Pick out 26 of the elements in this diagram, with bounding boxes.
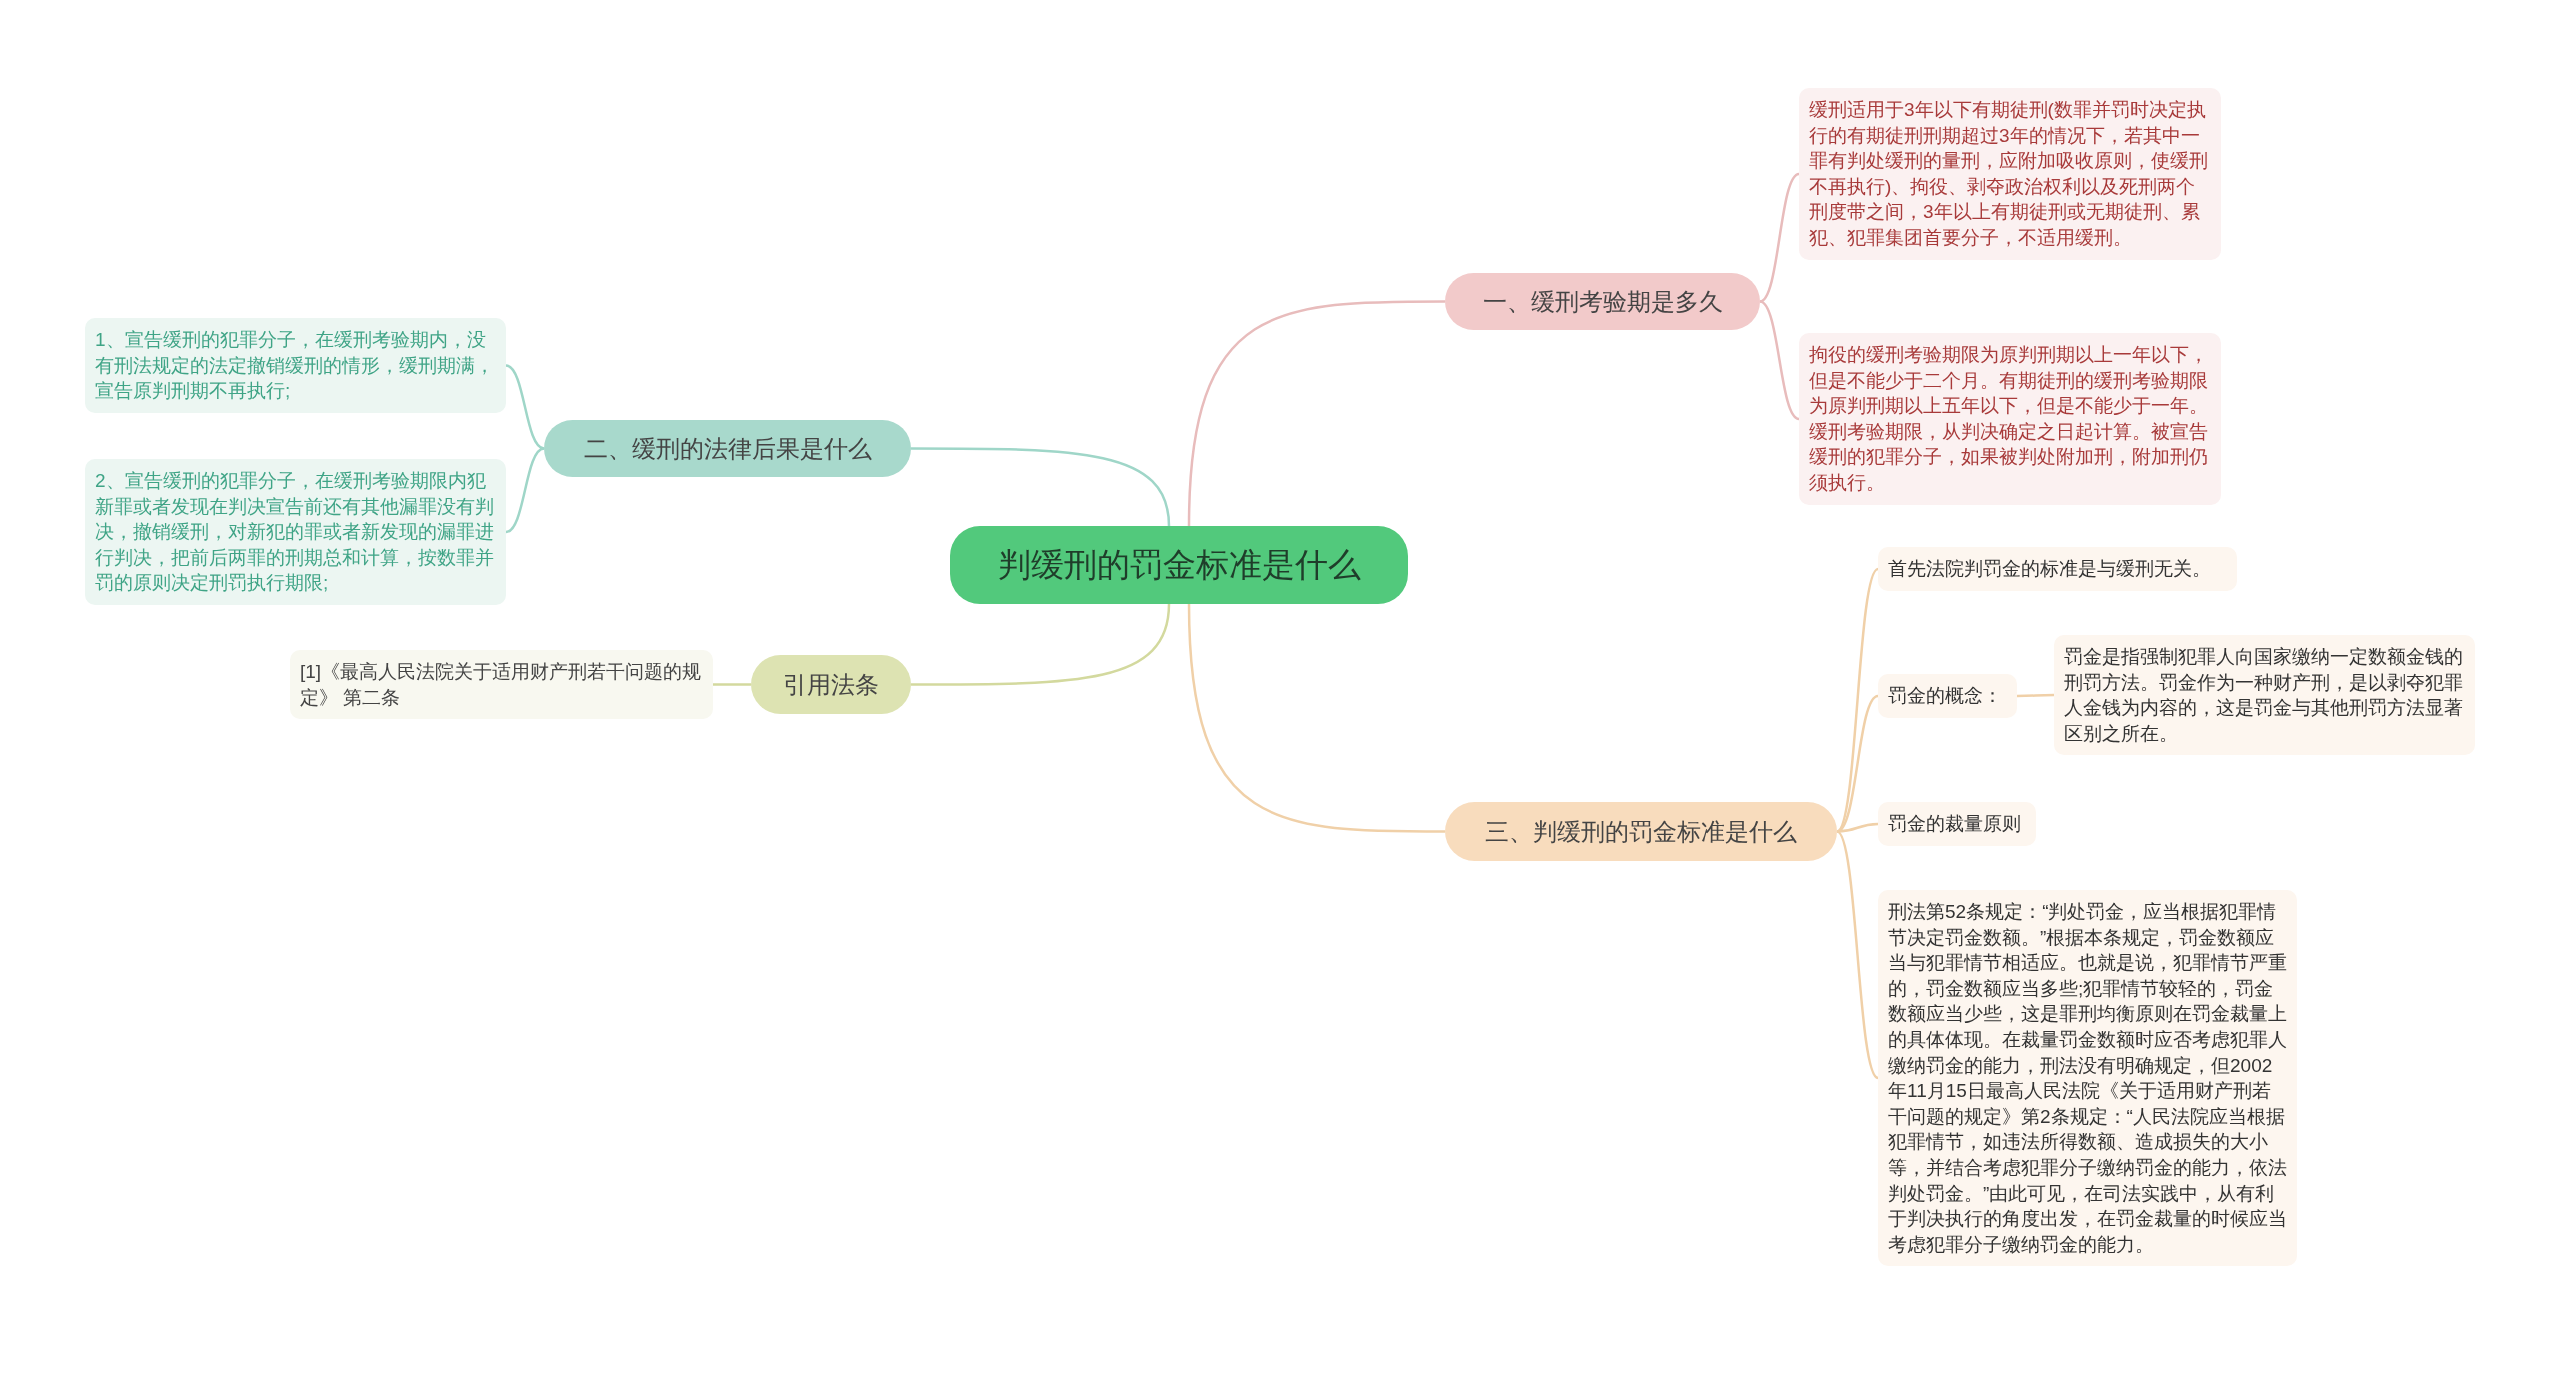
text-box: 缓刑适用于3年以下有期徒刑(数罪并罚时决定执行的有期徒刑刑期超过3年的情况下，若其中一罪有判处缓刑的量刑，应附加吸收原则，使缓刑不再执行)、拘役、剥夺政治权利以及死刑两个刑度带之间，3年以上有期徒刑或无期徒刑、累犯、犯罪集团首要分子，不适用缓刑。 [1799, 88, 2221, 260]
text-box: 刑法第52条规定：“判处罚金，应当根据犯罪情节决定罚金数额。”根据本条规定，罚金数额应当与犯罪情节相适应。也就是说，犯罪情节严重的，罚金数额应当多些;犯罪情节较轻的，罚金数额应当少些，这是罪刑均衡原则在罚金裁量上的具体体现。在裁量罚金数额时应否考虑犯罪人缴纳罚金的能力，刑法没有明确规定，但2002年11月15日最高人民法院《关于适用财产刑若干问题的规定》第2条规定：“人民法院应当根据犯罪情节，如违法所得数额、造成损失的大小等，并结合考虑犯罪分子缴纳罚金的能力，依法判处罚金。”由此可见，在司法实践中，从有利于判决执行的角度出发，在罚金裁量的时候应当考虑犯罪分子缴纳罚金的能力。 [1878, 890, 2297, 1267]
text-box: 拘役的缓刑考验期限为原判刑期以上一年以下，但是不能少于二个月。有期徒刑的缓刑考验期限为原判刑期以上五年以下，但是不能少于一年。缓刑考验期限，从判决确定之日起计算。被宣告缓刑的犯罪分子，如果被判处附加刑，附加刑仍须执行。 [1799, 333, 2221, 505]
text-box: 首先法院判罚金的标准是与缓刑无关。 [1878, 547, 2237, 591]
connector-line [1187, 603, 1445, 833]
text-box: 罚金是指强制犯罪人向国家缴纳一定数额金钱的刑罚方法。罚金作为一种财产刑，是以剥夺犯罪人金钱为内容的，这是罚金与其他刑罚方法显著区别之所在。 [2054, 635, 2475, 756]
connector-line [505, 447, 545, 534]
connector-line [505, 364, 545, 450]
text-box: 2、宣告缓刑的犯罪分子，在缓刑考验期限内犯新罪或者发现在判决宣告前还有其他漏罪没有判决，撤销缓刑，对新犯的罪或者新发现的漏罪进行判决，把前后两罪的刑期总和计算，按数罪并罚的原则决定刑罚执行期限; [85, 459, 506, 605]
connector-line [1836, 830, 1879, 1079]
text-box: [1]《最高人民法院关于适用财产刑若干问题的规定》 第二条 [290, 650, 713, 720]
topic-box: 三、判缓刑的罚金标准是什么 [1445, 802, 1837, 861]
connector-line [911, 447, 1171, 527]
connector-line [713, 683, 751, 686]
text-box: 罚金的概念： [1878, 674, 2017, 718]
connector-line [1187, 300, 1445, 527]
central-topic: 判缓刑的罚金标准是什么 [950, 526, 1408, 604]
text-box: 罚金的裁量原则 [1878, 802, 2036, 846]
topic-box: 一、缓刑考验期是多久 [1445, 273, 1760, 330]
connector-line [1759, 300, 1800, 421]
topic-box: 引用法条 [751, 655, 911, 714]
connector-line [2017, 693, 2054, 698]
connector-line [1759, 172, 1800, 303]
connector-line [911, 603, 1171, 686]
text-box: 1、宣告缓刑的犯罪分子，在缓刑考验期内，没有刑法规定的法定撤销缓刑的情形，缓刑期满，宣告原判刑期不再执行; [85, 318, 506, 413]
topic-box: 二、缓刑的法律后果是什么 [544, 420, 911, 477]
